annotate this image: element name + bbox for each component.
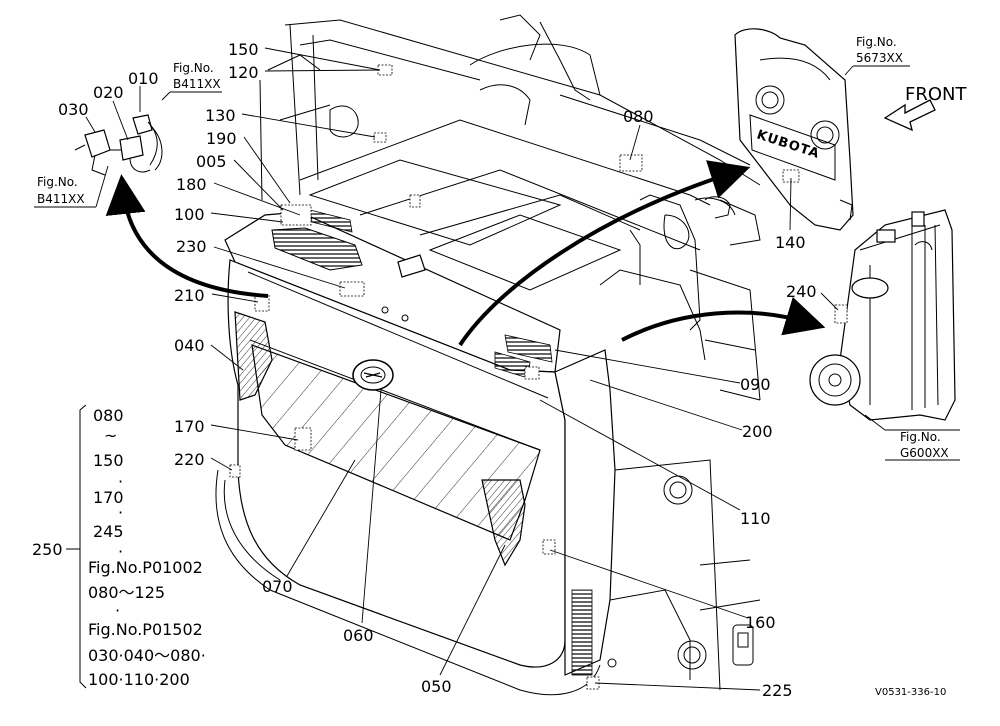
set-250-line: 150 xyxy=(93,451,124,470)
callout-200: 200 xyxy=(742,422,773,441)
drawing-code: V0531-336-10 xyxy=(875,687,946,698)
callout-150: 150 xyxy=(228,40,259,59)
callout-080: 080 xyxy=(623,107,654,126)
set-250-line: 245 xyxy=(93,522,124,541)
callout-160: 160 xyxy=(745,613,776,632)
callout-005: 005 xyxy=(196,152,227,171)
right-lamp xyxy=(481,479,526,567)
top-grille xyxy=(271,227,363,271)
callout-100: 100 xyxy=(174,205,205,224)
set-250-line: 170 xyxy=(93,488,124,507)
fig-references: Fig.No. B411XX Fig.No. B411XX Fig.No. 56… xyxy=(34,35,967,461)
set-250-list: 080~150·170·245·Fig.No.P01002080～125·Fig… xyxy=(88,406,206,689)
callout-120: 120 xyxy=(228,63,259,82)
fig-ref-b411-left-code: B411XX xyxy=(37,192,85,206)
side-vent xyxy=(571,589,593,676)
callout-060: 060 xyxy=(343,626,374,645)
rear-cover-body xyxy=(215,209,617,696)
callout-140: 140 xyxy=(775,233,806,252)
fig-ref-5673-label: Fig.No. xyxy=(856,35,897,49)
set-250-line: Fig.No.P01002 xyxy=(88,558,203,577)
reference-arrows xyxy=(105,160,826,347)
front-arrow xyxy=(883,99,936,132)
set-250-line: · xyxy=(115,601,120,620)
fig-ref-g600-code: G600XX xyxy=(900,446,949,460)
callout-180: 180 xyxy=(176,175,207,194)
set-250-line: 030·040～080· xyxy=(88,646,206,665)
fig-ref-b411-top-label: Fig.No. xyxy=(173,61,214,75)
fuel-tank xyxy=(809,209,956,421)
rear-panel-140: KUBOTA xyxy=(734,28,854,231)
callout-190: 190 xyxy=(206,129,237,148)
left-lamp xyxy=(234,311,273,401)
machine-upper-frame xyxy=(259,14,761,691)
callout-210: 210 xyxy=(174,286,205,305)
callout-020: 020 xyxy=(93,83,124,102)
callout-090: 090 xyxy=(740,375,771,394)
callout-030: 030 xyxy=(58,100,89,119)
callout-230: 230 xyxy=(176,237,207,256)
callout-250: 250 xyxy=(32,540,63,559)
fig-ref-b411-top-code: B411XX xyxy=(173,77,221,91)
fig-ref-5673-code: 5673XX xyxy=(856,51,903,65)
fig-ref-b411-left-label: Fig.No. xyxy=(37,175,78,189)
callout-130: 130 xyxy=(205,106,236,125)
set-250-line: 080～125 xyxy=(88,583,165,602)
callout-220: 220 xyxy=(174,450,205,469)
callout-240: 240 xyxy=(786,282,817,301)
callout-labels: 010 020 030 150 120 130 190 005 180 100 … xyxy=(58,40,817,700)
callout-070: 070 xyxy=(262,577,293,596)
callout-170: 170 xyxy=(174,417,205,436)
callout-040: 040 xyxy=(174,336,205,355)
set-250-line: · xyxy=(118,503,123,522)
callout-110: 110 xyxy=(740,509,771,528)
fig-ref-g600-label: Fig.No. xyxy=(900,430,941,444)
leader-lines xyxy=(85,47,886,691)
callout-050: 050 xyxy=(421,677,452,696)
harness-detail xyxy=(74,114,163,176)
set-250-line: 100·110·200 xyxy=(88,670,190,689)
set-250-line: ~ xyxy=(104,426,117,445)
front-label: FRONT xyxy=(905,84,967,105)
set-250-line: Fig.No.P01502 xyxy=(88,620,203,639)
set-250-line: 080 xyxy=(93,406,124,425)
set-250-line: · xyxy=(118,472,123,491)
set-250-line: · xyxy=(118,542,123,561)
callout-225: 225 xyxy=(762,681,793,700)
callout-010: 010 xyxy=(128,69,159,88)
set-250: 250 080~150·170·245·Fig.No.P01002080～125… xyxy=(32,404,206,689)
